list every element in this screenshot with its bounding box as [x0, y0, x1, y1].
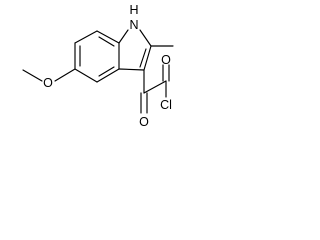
atom-label-n: N	[129, 18, 138, 32]
benzene-ring	[74, 30, 120, 83]
bond	[118, 29, 129, 44]
bond	[74, 68, 98, 83]
double-bond-inner	[98, 66, 115, 77]
pyrrole-ring	[118, 29, 152, 71]
carbonyl-carbonyl-bond	[143, 80, 167, 94]
bond	[96, 68, 120, 83]
bond	[139, 29, 152, 47]
double-bond-inner	[98, 36, 115, 47]
atom-label-o-methoxy: O	[43, 76, 53, 90]
methoxy-bond	[22, 69, 43, 82]
bond	[96, 30, 120, 44]
atom-label-o-ketone: O	[139, 115, 149, 129]
bond	[143, 45, 152, 71]
double-bond-inner	[139, 48, 147, 68]
atom-label-cl: Cl	[160, 98, 172, 112]
bond	[74, 30, 98, 44]
atom-label-o-acyl: O	[161, 53, 171, 67]
methoxy-bond	[54, 68, 76, 82]
bond	[118, 68, 145, 71]
atom-label-nh: H	[129, 3, 138, 17]
chemical-structure: H N O O O Cl	[22, 3, 174, 129]
